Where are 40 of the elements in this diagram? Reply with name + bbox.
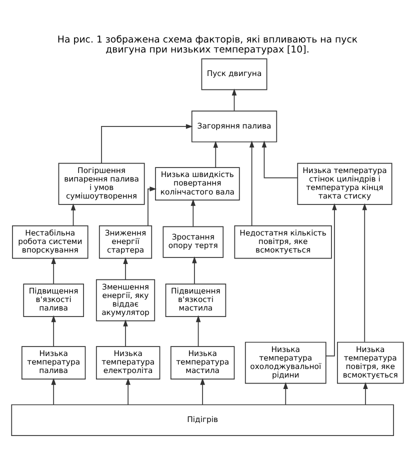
node-box: Низька температура палива <box>21 346 86 380</box>
node-box: Зростання опору тертя <box>162 226 224 258</box>
diagram-title: На рис. 1 зображена схема факторів, які впливають на пуск двигуна при низьких температурах [10]. <box>57 34 358 56</box>
arrow <box>326 203 337 356</box>
arrow <box>51 257 56 284</box>
arrow <box>200 378 205 405</box>
arrow <box>192 256 197 284</box>
arrow <box>363 382 368 405</box>
arrow <box>190 199 196 227</box>
node-box: Нестабільна робота системи впорскування <box>12 225 88 259</box>
node-box: Зниження енергії стартера <box>98 225 152 259</box>
arrow <box>123 320 128 347</box>
arrow <box>123 257 128 280</box>
arrow <box>232 88 237 112</box>
node-box: Погіршення випарення палива і умов сумішоутворення <box>58 162 145 205</box>
node-box: Низька температура повітря, яке всмоктується <box>337 342 404 384</box>
node-box: Низька температура охолоджувальної рідини <box>244 342 326 384</box>
arrow <box>283 382 288 405</box>
node-box: Підвищення в'язкості мастила <box>165 284 226 317</box>
node-box: Загоряння палива <box>191 110 278 142</box>
arrow <box>148 186 157 226</box>
node-box: Підвищення в'язкості палива <box>23 284 84 317</box>
node-box: Низька температура електроліта <box>96 346 160 380</box>
arrow <box>249 140 254 226</box>
node-box: Зменшення енергії, яку віддає акумулятор <box>96 279 156 322</box>
node-box: Пуск двигуна <box>201 58 268 90</box>
arrow <box>70 203 76 226</box>
node-box: Підігрів <box>11 404 394 436</box>
arrow <box>362 203 368 342</box>
arrow <box>51 315 56 347</box>
arrow <box>126 378 130 405</box>
node-box: Низька температура мастила <box>170 346 235 380</box>
arrow <box>196 315 201 347</box>
arrow <box>101 124 193 164</box>
arrow <box>51 378 56 405</box>
arrow <box>262 140 298 178</box>
arrow <box>213 140 218 168</box>
node-box: Низька швидкість повертання колінчастого вала <box>155 167 240 201</box>
node-box: Недостатня кількість повітря, яке всмоктується <box>234 225 332 259</box>
node-box: Низька температура стінок циліндрів і температура кінця такта стиску <box>297 162 392 205</box>
